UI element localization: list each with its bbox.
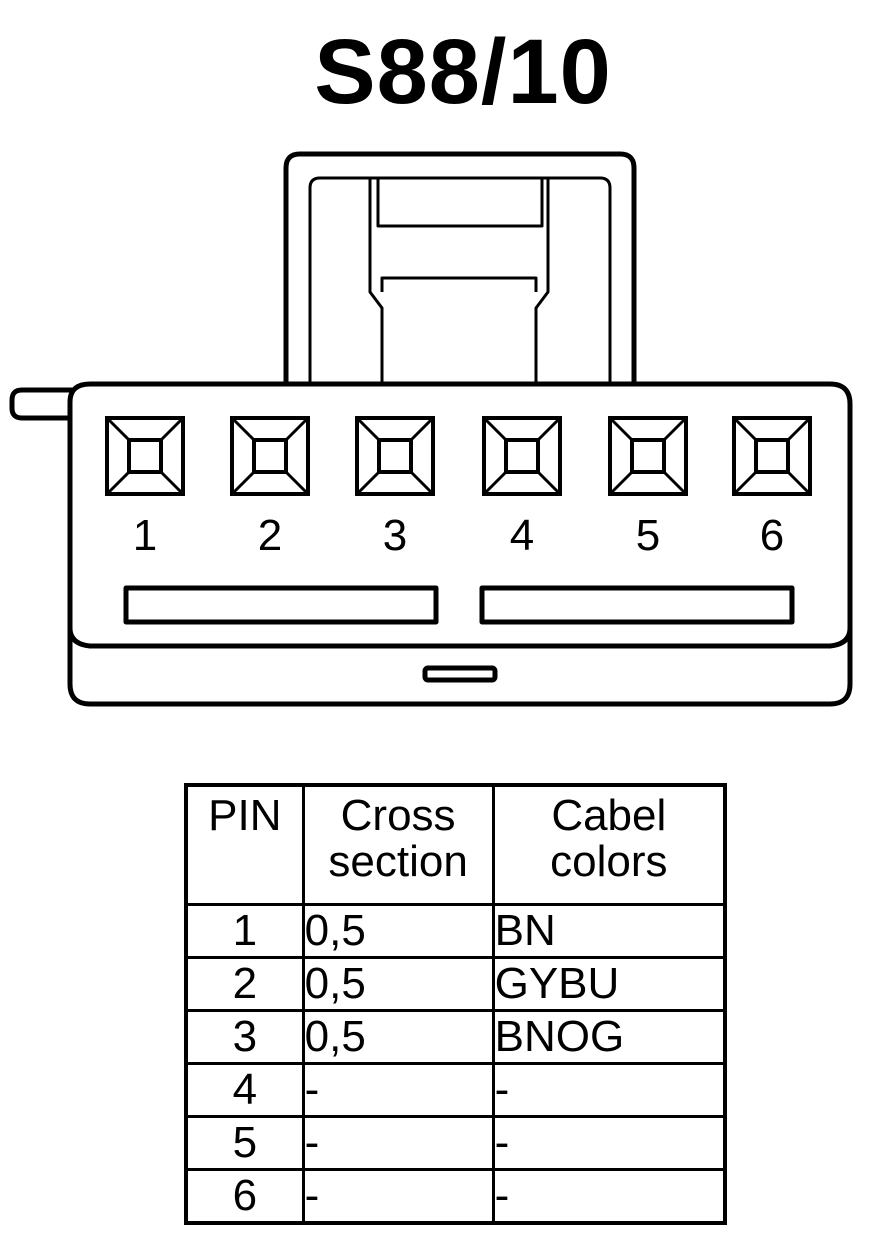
- table-row: 5 - -: [184, 1115, 727, 1171]
- table-row: 1 0,5 BN: [184, 903, 727, 959]
- table-row: 4 - -: [184, 1062, 727, 1118]
- connector-title: S88/10: [314, 21, 612, 123]
- pin-cavity: [732, 416, 812, 496]
- cell-cross-section: -: [301, 1168, 495, 1225]
- cell-cross-section: 0,5: [301, 1009, 495, 1065]
- pin-cavity: [105, 416, 185, 496]
- cell-pin: 4: [184, 1062, 305, 1118]
- latch-tongue: [368, 178, 550, 384]
- table-row: 6 - -: [184, 1168, 727, 1225]
- cell-cross-section: 0,5: [301, 903, 495, 959]
- cell-cross-section: 0,5: [301, 956, 495, 1012]
- connector-body: [67, 381, 853, 707]
- table-row: 2 0,5 GYBU: [184, 956, 727, 1012]
- pin-label: 5: [636, 511, 660, 560]
- cell-pin: 2: [184, 956, 305, 1012]
- cell-cross-section: -: [301, 1062, 495, 1118]
- pin-cavity: [608, 416, 688, 496]
- header-pin: PIN: [184, 783, 305, 906]
- pin-label: 2: [258, 511, 282, 560]
- pin-cavity: [355, 416, 435, 496]
- cell-cable-color: -: [491, 1062, 727, 1118]
- body-lower-edge: [67, 627, 853, 649]
- table-row: 3 0,5 BNOG: [184, 1009, 727, 1065]
- pin-label: 1: [133, 511, 157, 560]
- slot-right: [479, 585, 795, 625]
- cell-cable-color: -: [491, 1168, 727, 1225]
- pin-cavity: [482, 416, 562, 496]
- cell-cable-color: BNOG: [491, 1009, 727, 1065]
- bottom-key: [422, 665, 498, 683]
- latch-inner: [308, 176, 612, 384]
- cell-cable-color: BN: [491, 903, 727, 959]
- side-tab: [9, 387, 72, 421]
- cell-pin: 1: [184, 903, 305, 959]
- slot-left: [123, 585, 439, 625]
- pin-label: 3: [383, 511, 407, 560]
- cell-cross-section: -: [301, 1115, 495, 1171]
- cell-cable-color: GYBU: [491, 956, 727, 1012]
- pin-label: 6: [760, 511, 784, 560]
- cell-pin: 3: [184, 1009, 305, 1065]
- cell-pin: 6: [184, 1168, 305, 1225]
- pin-label: 4: [510, 511, 534, 560]
- cell-cable-color: -: [491, 1115, 727, 1171]
- connector-diagram: 1 2 3 4 5 6: [9, 151, 853, 707]
- pin-cavity: [230, 416, 310, 496]
- cell-pin: 5: [184, 1115, 305, 1171]
- latch-housing: [283, 151, 637, 384]
